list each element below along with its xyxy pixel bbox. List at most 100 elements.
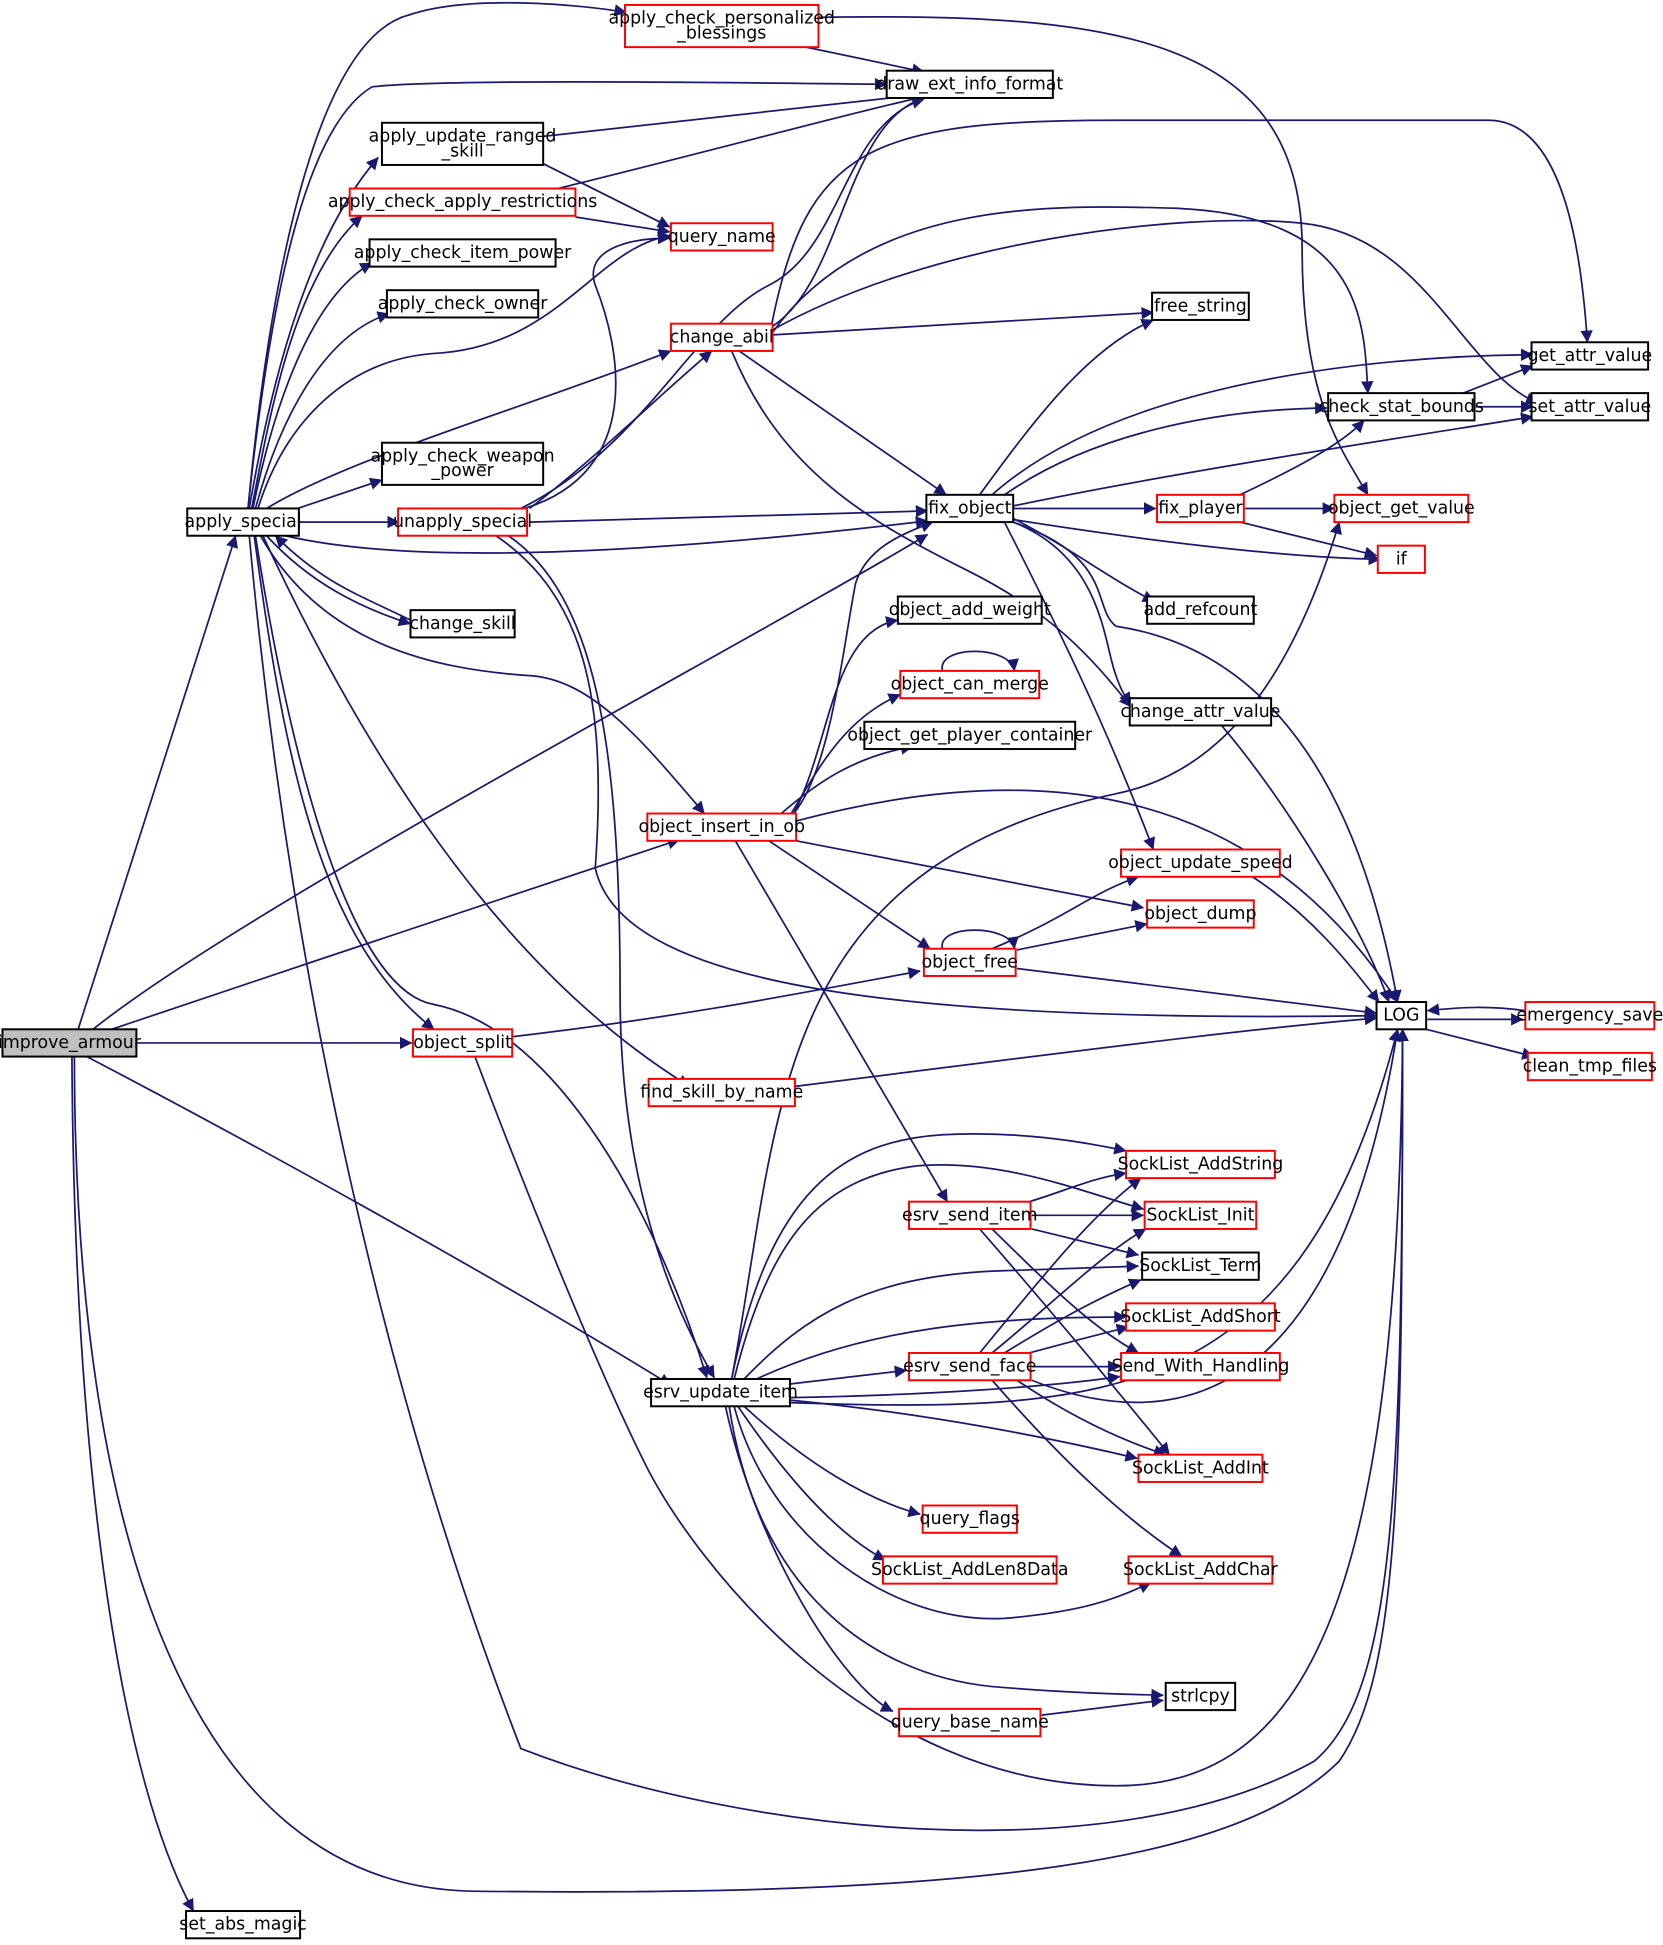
node-box-if[interactable]: [1376, 544, 1426, 574]
node-apply-update-ranged-skill[interactable]: apply_update_ranged_skill: [369, 121, 557, 166]
node-box-free-string[interactable]: [1151, 291, 1250, 321]
node-socklist-addshort[interactable]: SockList_AddShort: [1120, 1302, 1281, 1332]
node-box-change-skill[interactable]: [409, 609, 516, 639]
node-apply-special[interactable]: apply_special: [185, 507, 302, 537]
node-box-improve-armour[interactable]: [1, 1028, 138, 1058]
node-box-find-skill-by-name[interactable]: [647, 1077, 796, 1108]
node-box-fix-object[interactable]: [925, 493, 1015, 524]
node-box-query-name[interactable]: [669, 222, 774, 252]
node-box-emergency-save[interactable]: [1524, 1001, 1656, 1031]
node-box-check-stat-bounds[interactable]: [1327, 392, 1476, 422]
node-object-get-value[interactable]: object_get_value: [1328, 493, 1475, 524]
node-box-socklist-addstring[interactable]: [1125, 1149, 1276, 1180]
node-box-draw-ext-info-format[interactable]: [885, 69, 1054, 99]
node-unapply-special[interactable]: unapply_special: [393, 507, 532, 537]
node-query-flags[interactable]: query_flags: [920, 1504, 1020, 1534]
node-free-string[interactable]: free_string: [1151, 291, 1250, 321]
node-box-add-refcount[interactable]: [1146, 595, 1255, 625]
node-box-object-can-merge[interactable]: [899, 669, 1041, 700]
node-object-free[interactable]: object_free: [922, 947, 1018, 977]
node-box-apply-check-apply-restrictions[interactable]: [348, 187, 577, 217]
node-change-attr-value[interactable]: change_attr_value: [1120, 697, 1280, 727]
node-strlcpy[interactable]: strlcpy: [1164, 1681, 1237, 1712]
node-object-insert-in-ob[interactable]: object_insert_in_ob: [638, 812, 805, 842]
node-if[interactable]: if: [1376, 544, 1426, 574]
node-box-object-get-value[interactable]: [1333, 493, 1470, 524]
node-clean-tmp-files[interactable]: clean_tmp_files: [1523, 1051, 1657, 1082]
node-log[interactable]: LOG: [1375, 1001, 1428, 1031]
node-object-split[interactable]: object_split: [411, 1028, 514, 1058]
node-box-change-abil[interactable]: [669, 322, 774, 352]
node-box-apply-special[interactable]: [186, 507, 300, 537]
node-box-get-attr-value[interactable]: [1530, 341, 1650, 371]
node-box-socklist-addshort[interactable]: [1125, 1302, 1276, 1332]
node-box-send-with-handling[interactable]: [1120, 1351, 1281, 1382]
node-box-apply-check-owner[interactable]: [385, 289, 540, 319]
node-box-object-split[interactable]: [411, 1028, 514, 1058]
node-esrv-send-face[interactable]: esrv_send_face: [903, 1351, 1036, 1382]
node-emergency-save[interactable]: emergency_save: [1516, 1001, 1663, 1031]
node-socklist-addstring[interactable]: SockList_AddString: [1118, 1149, 1284, 1180]
node-set-attr-value[interactable]: set_attr_value: [1528, 392, 1651, 422]
node-object-get-player-container[interactable]: object_get_player_container: [847, 720, 1093, 751]
node-box-apply-update-ranged-skill[interactable]: [380, 121, 545, 166]
node-socklist-addint[interactable]: SockList_AddInt: [1132, 1453, 1269, 1483]
node-socklist-addchar[interactable]: SockList_AddChar: [1123, 1555, 1279, 1585]
node-object-add-weight[interactable]: object_add_weight: [889, 595, 1051, 625]
node-box-object-get-player-container[interactable]: [863, 720, 1077, 751]
node-change-abil[interactable]: change_abil: [669, 322, 774, 352]
node-add-refcount[interactable]: add_refcount: [1143, 595, 1258, 625]
node-box-strlcpy[interactable]: [1164, 1681, 1237, 1712]
node-socklist-term[interactable]: SockList_Term: [1139, 1251, 1262, 1281]
node-box-socklist-init[interactable]: [1143, 1200, 1258, 1230]
node-box-esrv-send-item[interactable]: [908, 1200, 1032, 1230]
node-box-socklist-term[interactable]: [1141, 1251, 1260, 1281]
node-get-attr-value[interactable]: get_attr_value: [1527, 341, 1652, 371]
node-box-object-add-weight[interactable]: [896, 595, 1043, 625]
node-box-apply-check-weapon-power[interactable]: [380, 441, 545, 486]
node-improve-armour[interactable]: improve_armour: [0, 1028, 142, 1058]
node-box-esrv-send-face[interactable]: [908, 1351, 1032, 1382]
node-box-unapply-special[interactable]: [397, 507, 529, 537]
node-query-name[interactable]: query_name: [668, 222, 776, 252]
node-box-socklist-addlen8data[interactable]: [881, 1555, 1058, 1585]
node-apply-check-personalized-blessings[interactable]: apply_check_personalized_blessings: [608, 3, 835, 49]
node-box-clean-tmp-files[interactable]: [1526, 1051, 1653, 1082]
node-apply-check-item-power[interactable]: apply_check_item_power: [354, 238, 572, 268]
node-box-set-attr-value[interactable]: [1530, 392, 1650, 422]
node-set-abs-magic[interactable]: set_abs_magic: [179, 1910, 307, 1940]
node-box-query-flags[interactable]: [921, 1504, 1018, 1534]
node-box-object-update-speed[interactable]: [1120, 848, 1281, 878]
node-box-set-abs-magic[interactable]: [185, 1910, 302, 1940]
node-box-query-base-name[interactable]: [898, 1707, 1042, 1738]
node-object-can-merge[interactable]: object_can_merge: [891, 669, 1049, 700]
node-esrv-update-item[interactable]: esrv_update_item: [643, 1378, 798, 1408]
node-box-object-dump[interactable]: [1146, 899, 1255, 929]
node-object-dump[interactable]: object_dump: [1144, 899, 1256, 929]
node-box-log[interactable]: [1375, 1001, 1428, 1031]
node-box-object-insert-in-ob[interactable]: [646, 812, 798, 842]
node-esrv-send-item[interactable]: esrv_send_item: [902, 1200, 1038, 1230]
node-box-change-attr-value[interactable]: [1128, 697, 1273, 727]
node-box-fix-player[interactable]: [1156, 493, 1245, 524]
node-object-update-speed[interactable]: object_update_speed: [1108, 848, 1293, 878]
node-socklist-addlen8data[interactable]: SockList_AddLen8Data: [871, 1555, 1068, 1585]
node-check-stat-bounds[interactable]: check_stat_bounds: [1319, 392, 1484, 422]
node-apply-check-owner[interactable]: apply_check_owner: [378, 289, 548, 319]
node-send-with-handling[interactable]: Send_With_Handling: [1111, 1351, 1289, 1382]
node-box-socklist-addint[interactable]: [1137, 1453, 1264, 1483]
node-box-apply-check-personalized-blessings[interactable]: [624, 3, 820, 49]
node-box-apply-check-item-power[interactable]: [368, 238, 557, 268]
node-box-object-free[interactable]: [922, 947, 1017, 977]
node-find-skill-by-name[interactable]: find_skill_by_name: [640, 1077, 803, 1108]
node-apply-check-apply-restrictions[interactable]: apply_check_apply_restrictions: [328, 187, 598, 217]
node-query-base-name[interactable]: query_base_name: [891, 1707, 1049, 1738]
node-apply-check-weapon-power[interactable]: apply_check_weapon_power: [371, 441, 555, 486]
node-box-socklist-addchar[interactable]: [1127, 1555, 1274, 1585]
node-draw-ext-info-format[interactable]: draw_ext_info_format: [876, 69, 1063, 99]
node-change-skill[interactable]: change_skill: [409, 609, 516, 639]
node-socklist-init[interactable]: SockList_Init: [1143, 1200, 1258, 1230]
node-box-esrv-update-item[interactable]: [650, 1378, 791, 1408]
node-fix-object[interactable]: fix_object: [925, 493, 1015, 524]
node-fix-player[interactable]: fix_player: [1156, 493, 1245, 524]
